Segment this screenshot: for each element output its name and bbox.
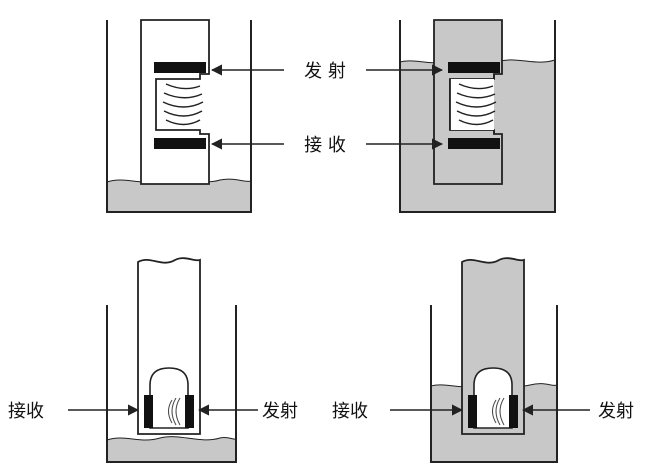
bottom-right-emit-callout: 发射 bbox=[521, 401, 634, 422]
probe-cup bbox=[473, 367, 513, 429]
bottom-left-emit-callout: 发射 bbox=[197, 401, 298, 422]
emit-label: 发射 bbox=[262, 401, 298, 422]
receive-label: 接 收 bbox=[304, 135, 346, 156]
receiver-transducer bbox=[154, 138, 206, 149]
sound-wave-icon bbox=[168, 397, 181, 426]
tank-wall bbox=[106, 20, 252, 213]
emitter-transducer bbox=[448, 62, 500, 73]
emitter-transducer bbox=[509, 395, 518, 428]
sound-wave-icon bbox=[455, 83, 497, 126]
top-receive-callout: 接 收 bbox=[210, 135, 444, 156]
liquid-fill bbox=[106, 436, 237, 463]
emit-label: 发射 bbox=[598, 401, 634, 422]
panel-bottom-right bbox=[430, 257, 558, 463]
tank-wall bbox=[399, 20, 556, 213]
probe-cup bbox=[149, 367, 189, 429]
bottom-right-receive-callout: 接收 bbox=[332, 401, 464, 422]
emit-label: 发 射 bbox=[304, 61, 346, 82]
receiver-transducer bbox=[468, 395, 477, 428]
probe-inner-chamber bbox=[450, 79, 494, 130]
panel-top-left bbox=[106, 19, 252, 213]
emitter-transducer bbox=[154, 62, 206, 73]
bottom-left-receive-callout: 接收 bbox=[8, 401, 140, 422]
panel-bottom-left bbox=[106, 257, 237, 463]
top-emit-callout: 发 射 bbox=[210, 61, 444, 82]
emitter-transducer bbox=[185, 395, 194, 428]
sound-wave-icon bbox=[162, 83, 204, 126]
receiver-transducer bbox=[144, 395, 153, 428]
receiver-transducer bbox=[448, 138, 500, 149]
panel-top-right bbox=[399, 19, 556, 213]
sound-wave-icon bbox=[492, 397, 505, 426]
receive-label: 接收 bbox=[332, 401, 368, 422]
receive-label: 接收 bbox=[8, 401, 44, 422]
tank-wall bbox=[430, 305, 558, 463]
probe-tube bbox=[140, 19, 210, 185]
tank-wall bbox=[106, 305, 237, 463]
